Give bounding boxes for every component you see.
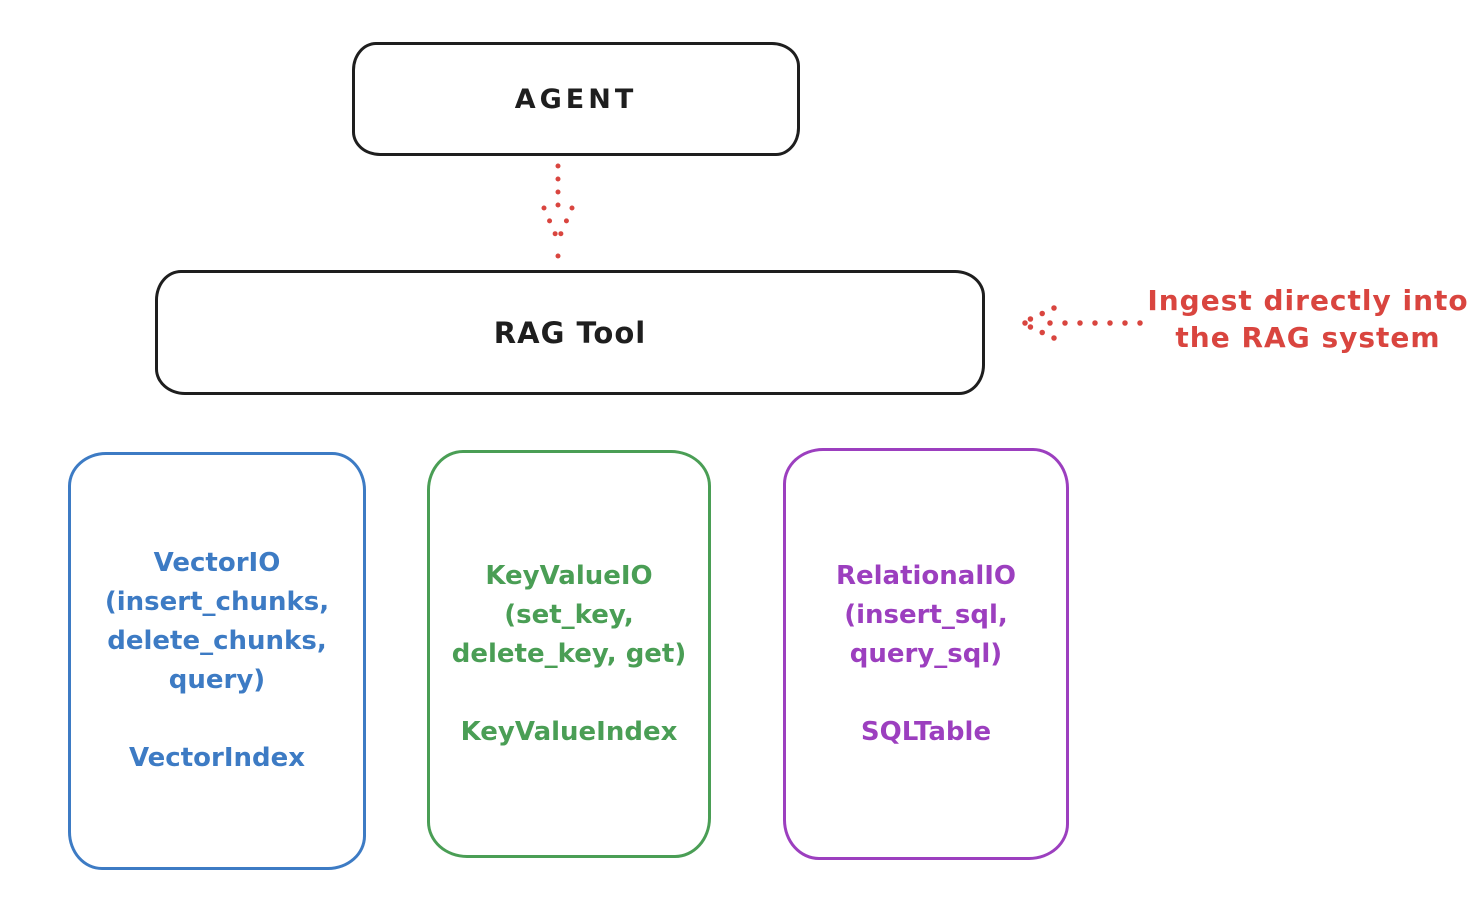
- agent-label: AGENT: [514, 83, 638, 115]
- rag-tool-box: RAG Tool: [155, 270, 985, 395]
- backend-io-line: delete_chunks,: [107, 626, 327, 656]
- backend-index-label: KeyValueIndex: [460, 716, 678, 747]
- backend-box-relational-io: RelationalIO (insert_sql, query_sql) SQL…: [783, 448, 1069, 860]
- annotation-line1: Ingest directly into: [1147, 284, 1469, 317]
- backend-index-label: VectorIndex: [128, 743, 306, 773]
- backend-io-line: (insert_chunks,: [104, 587, 330, 617]
- backend-box-vector-io: VectorIO (insert_chunks, delete_chunks, …: [68, 452, 366, 870]
- backend-io-line: (insert_sql,: [844, 599, 1008, 630]
- backend-box-keyvalue-io: KeyValueIO (set_key, delete_key, get) Ke…: [427, 450, 711, 858]
- backend-io-line: RelationalIO: [835, 560, 1017, 591]
- backend-io-line: VectorIO: [153, 548, 281, 578]
- arrow-left-icon: [1021, 305, 1143, 341]
- annotation-ingest: Ingest directly into the RAG system: [1138, 282, 1478, 356]
- backend-index-label: SQLTable: [860, 716, 992, 747]
- backend-io-line: delete_key, get): [451, 638, 687, 669]
- rag-tool-label: RAG Tool: [493, 315, 647, 350]
- backend-io-line: query): [168, 665, 266, 695]
- backend-io-lines: KeyValueIO (set_key, delete_key, get): [452, 557, 687, 674]
- backend-io-line: KeyValueIO: [485, 560, 653, 591]
- backend-io-line: (set_key,: [504, 599, 634, 630]
- backend-io-line: query_sql): [849, 638, 1003, 669]
- agent-box: AGENT: [352, 42, 800, 156]
- backend-io-lines: VectorIO (insert_chunks, delete_chunks, …: [105, 544, 329, 700]
- backend-io-lines: RelationalIO (insert_sql, query_sql): [836, 557, 1016, 674]
- arrow-down-icon: [541, 163, 575, 259]
- annotation-line2: the RAG system: [1175, 321, 1441, 354]
